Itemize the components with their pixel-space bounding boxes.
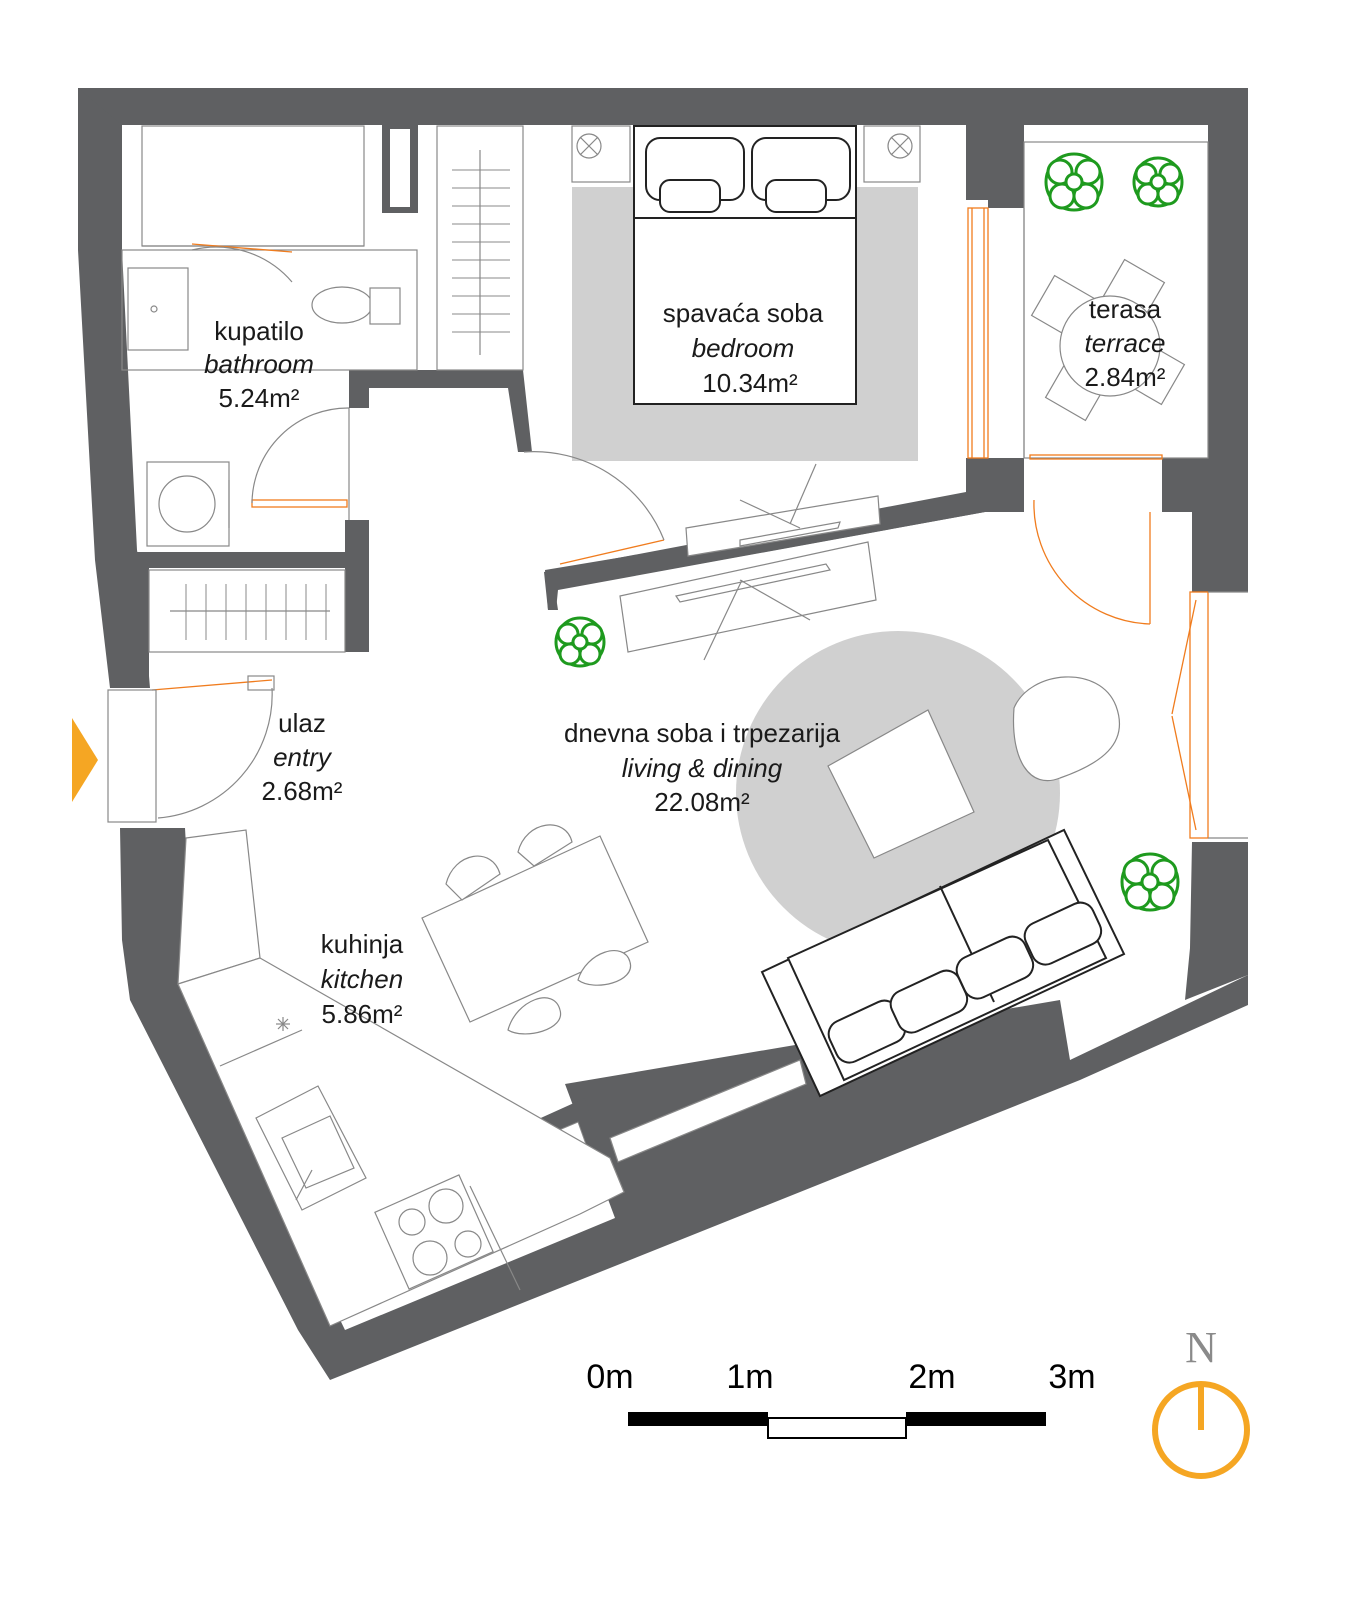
kitchen-label-en: kitchen — [321, 964, 403, 994]
living-shelf — [609, 1059, 807, 1163]
kitchen-label-local: kuhinja — [321, 929, 404, 959]
terrace-label-en: terrace — [1085, 328, 1166, 358]
dining-table — [421, 835, 649, 1023]
plant-icon — [1120, 852, 1180, 912]
entry-area: 2.68m² — [262, 776, 343, 806]
dining-chair — [507, 997, 562, 1035]
wall-top — [78, 88, 1248, 125]
scale-label-1: 1m — [726, 1358, 773, 1396]
living-label-en: living & dining — [622, 753, 783, 783]
north-compass: N — [1152, 1323, 1250, 1479]
entry-label-en: entry — [273, 742, 333, 772]
plant-icon — [1132, 156, 1184, 208]
wall-right-lower — [1185, 842, 1248, 1000]
bedroom-label-local: spavaća soba — [663, 298, 824, 328]
scale-label-0: 0m — [586, 1358, 633, 1396]
wall-hall-stub — [345, 568, 369, 652]
entry-arrow — [72, 718, 98, 802]
bathroom-fixtures — [121, 125, 418, 547]
kitchen-counters — [177, 829, 807, 1327]
dining-chair — [517, 824, 573, 867]
living-area: 22.08m² — [654, 787, 750, 817]
terrace-area: 2.84m² — [1085, 362, 1166, 392]
terrace-table — [1059, 295, 1161, 397]
bathroom-label-local: kupatilo — [214, 316, 304, 346]
dining-chair — [445, 855, 501, 901]
column-inner — [390, 129, 410, 207]
cushion — [1023, 901, 1103, 966]
bedroom-furniture — [523, 125, 921, 565]
bedroom-tv — [685, 495, 881, 557]
room-labels: kupatilo bathroom 5.24m² spavaća soba be… — [204, 294, 1166, 1029]
pillow — [659, 179, 721, 213]
bathtub — [141, 125, 365, 247]
wall-left-upper — [78, 88, 150, 688]
bathroom-area: 5.24m² — [219, 383, 300, 413]
north-label: N — [1185, 1323, 1217, 1372]
wall-bath-side — [117, 552, 149, 688]
tv-unit — [619, 541, 877, 653]
bedroom-label-en: bedroom — [692, 333, 795, 363]
washbasin — [127, 267, 189, 351]
dining-chair — [577, 950, 632, 986]
coffee-table — [827, 709, 975, 859]
dining-furniture — [421, 824, 649, 1035]
scale-label-2: 2m — [908, 1358, 955, 1396]
toilet — [311, 286, 373, 324]
terrace-label-local: terasa — [1089, 294, 1162, 324]
plant-icon — [554, 616, 606, 668]
wall-left-lower — [120, 828, 1248, 1380]
terrace-furniture — [967, 141, 1209, 625]
bathroom-label-en: bathroom — [204, 349, 314, 379]
wall-bath-stub — [345, 520, 369, 552]
scale-bar: 0m 1m 2m 3m — [586, 1358, 1096, 1439]
living-furniture — [619, 541, 1248, 1098]
plant-icon — [1044, 152, 1104, 212]
armchair — [1012, 676, 1121, 782]
scale-label-3: 3m — [1048, 1358, 1095, 1396]
kitchen-sink — [255, 1085, 367, 1211]
cushion — [955, 935, 1035, 1000]
entry-door — [107, 675, 275, 823]
wardrobes — [148, 125, 524, 653]
kitchen-area: 5.86m² — [322, 999, 403, 1029]
plants — [554, 152, 1184, 912]
bath-door — [251, 499, 348, 508]
living-label-local: dnevna soba i trpezarija — [564, 718, 841, 748]
wall-terrace-pillar — [1162, 458, 1248, 592]
bedroom-area: 10.34m² — [702, 368, 798, 398]
pillow — [765, 179, 827, 213]
wall-cloak-top — [122, 552, 369, 568]
wall-bedroom-east — [966, 125, 1024, 208]
entry-label-local: ulaz — [278, 708, 326, 738]
cooktop — [374, 1174, 494, 1290]
wall-bath-partition — [349, 370, 532, 452]
